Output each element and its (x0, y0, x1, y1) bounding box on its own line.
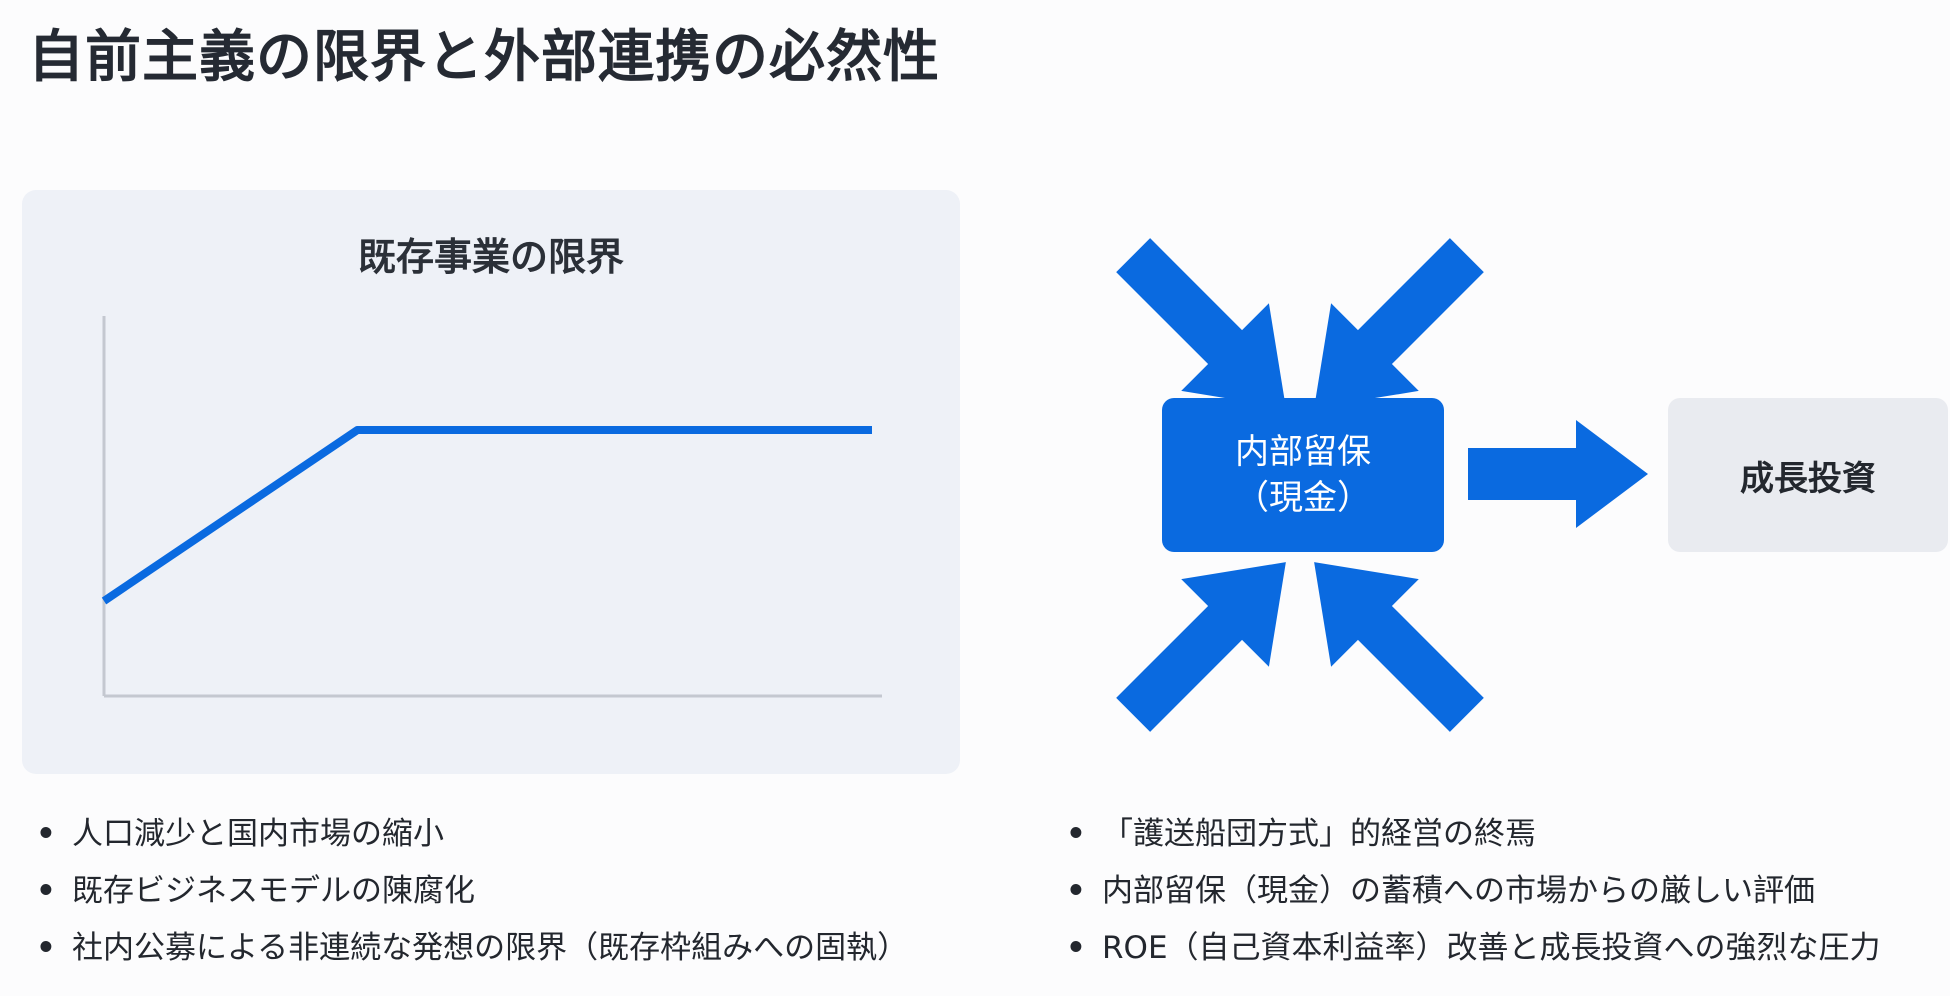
bullet-item: • 内部留保（現金）の蓄積への市場からの厳しい評価 (1066, 863, 1881, 920)
bullet-marker: • (36, 816, 56, 852)
growth-investment-box: 成長投資 (1668, 398, 1948, 552)
bullet-marker: • (36, 930, 56, 966)
bullet-list-left: • 人口減少と国内市場の縮小 • 既存ビジネスモデルの陳腐化 • 社内公募による非連続… (36, 806, 908, 977)
page-title: 自前主義の限界と外部連携の必然性 (28, 25, 940, 90)
bullet-list-right: • 「護送船団方式」的経営の終焉 • 内部留保（現金）の蓄積への市場からの厳しい評価… (1066, 806, 1881, 977)
bullet-text: ROE（自己資本利益率）改善と成長投資への強烈な圧力 (1102, 930, 1881, 966)
retained-earnings-box: 内部留保 （現金） (1162, 398, 1444, 552)
chart-title: 既存事業の限界 (357, 235, 624, 279)
bullet-text: 「護送船団方式」的経営の終焉 (1102, 816, 1536, 852)
bullet-marker: • (1066, 930, 1086, 966)
center-box-line1: 内部留保 (1235, 432, 1371, 472)
arrow-bottom-right-icon (1314, 562, 1484, 732)
bullet-marker: • (1066, 873, 1086, 909)
bullet-item: • 既存ビジネスモデルの陳腐化 (36, 863, 908, 920)
arrow-right-icon (1468, 420, 1648, 528)
series-line-0 (101, 426, 872, 605)
bullet-text: 内部留保（現金）の蓄積への市場からの厳しい評価 (1102, 873, 1815, 909)
pressure-diagram (1116, 238, 1648, 732)
bullet-marker: • (1066, 816, 1086, 852)
series-layer (101, 426, 872, 605)
line-chart (101, 316, 882, 698)
bullet-marker: • (36, 873, 56, 909)
bullet-item: • 「護送船団方式」的経営の終焉 (1066, 806, 1881, 863)
bullet-text: 人口減少と国内市場の縮小 (72, 816, 444, 852)
arrow-top-left-icon (1116, 238, 1286, 408)
bullet-item: • 社内公募による非連続な発想の限界（既存枠組みへの固執） (36, 920, 908, 977)
bullet-text: 既存ビジネスモデルの陳腐化 (72, 873, 475, 909)
center-box-line2: （現金） (1235, 478, 1371, 518)
bullet-item: • 人口減少と国内市場の縮小 (36, 806, 908, 863)
bullet-item: • ROE（自己資本利益率）改善と成長投資への強烈な圧力 (1066, 920, 1881, 977)
target-box-label: 成長投資 (1740, 458, 1876, 499)
chart-panel: 既存事業の限界 (22, 190, 960, 774)
arrow-top-right-icon (1314, 238, 1484, 408)
arrow-bottom-left-icon (1116, 562, 1286, 732)
bullet-text: 社内公募による非連続な発想の限界（既存枠組みへの固執） (72, 930, 909, 966)
